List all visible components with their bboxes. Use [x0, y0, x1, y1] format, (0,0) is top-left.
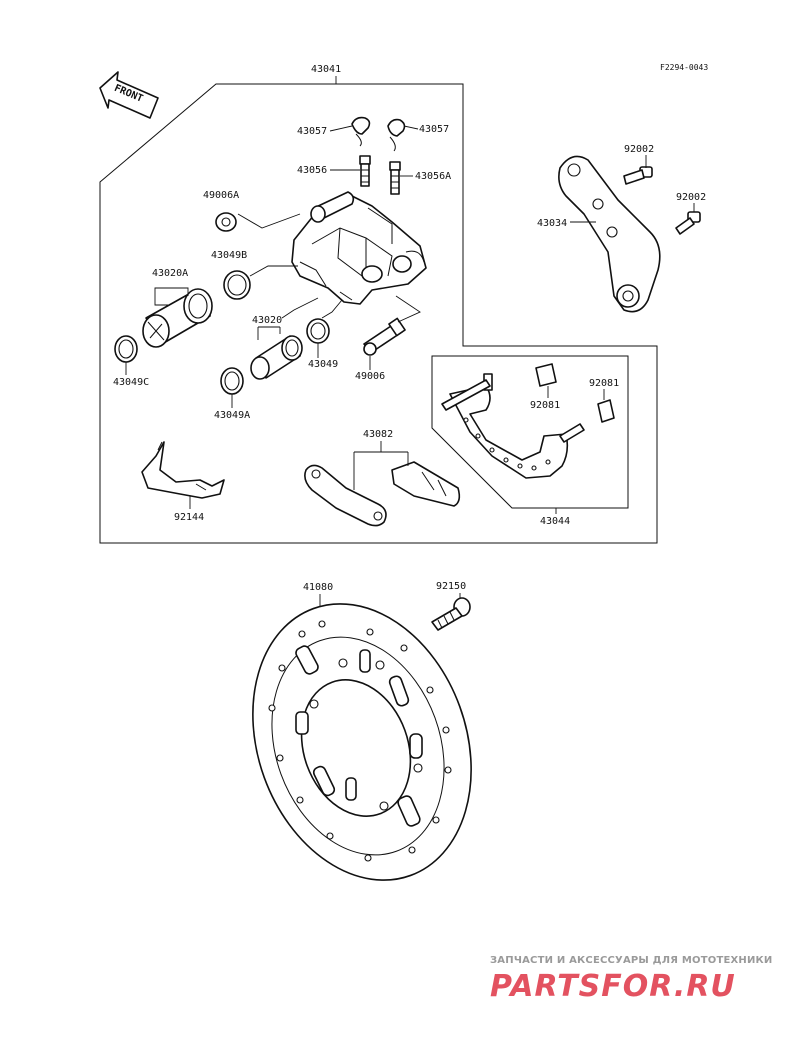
seal-ring-a: [220, 367, 244, 395]
piston-small: [250, 335, 303, 380]
bleed-cap-right: [387, 118, 406, 152]
bleed-valve-left: [359, 155, 371, 187]
front-arrow-icon: FRONT: [99, 71, 159, 119]
bolt-lower: [675, 211, 701, 235]
label-43020: 43020: [252, 315, 282, 326]
seal-ring: [306, 318, 330, 344]
label-49006A: 49006A: [203, 190, 239, 201]
label-43049A: 43049A: [214, 410, 250, 421]
caliper-holder: [558, 155, 661, 313]
piston-large: [142, 288, 213, 348]
caliper-bracket: [441, 373, 585, 479]
label-43034: 43034: [537, 218, 567, 229]
brake-disc: [252, 603, 472, 881]
pad-spring-clip: [597, 399, 615, 423]
label-92081-right: 92081: [589, 378, 619, 389]
label-92150: 92150: [436, 581, 466, 592]
seal-ring-b: [223, 270, 251, 300]
seal-ring-c: [114, 335, 138, 363]
bleed-valve-right: [389, 161, 401, 195]
label-43020A: 43020A: [152, 268, 188, 279]
label-92144: 92144: [174, 512, 204, 523]
bracket-outline: [431, 355, 629, 509]
label-49006: 49006: [355, 371, 385, 382]
label-41080: 41080: [303, 582, 333, 593]
label-43057-right: 43057: [419, 124, 449, 135]
bolt-upper: [623, 166, 653, 185]
label-92002-lower: 92002: [676, 192, 706, 203]
label-43049: 43049: [308, 359, 338, 370]
pad-spring: [535, 363, 557, 387]
label-43056: 43056: [297, 165, 327, 176]
watermark-tagline: ЗАПЧАСТИ И АКСЕССУАРЫ ДЛЯ МОТОТЕХНИКИ: [490, 955, 773, 966]
label-43057-left: 43057: [297, 126, 327, 137]
label-43049B: 43049B: [211, 250, 247, 261]
bush-boot: [215, 212, 237, 232]
watermark-brand: PARTSFOR.RU: [490, 969, 736, 1004]
label-43044: 43044: [540, 516, 570, 527]
slide-pin: [363, 317, 406, 356]
label-92081-left: 92081: [530, 400, 560, 411]
label-92002-upper: 92002: [624, 144, 654, 155]
brake-pads: [304, 461, 461, 527]
label-43082: 43082: [363, 429, 393, 440]
label-43056A: 43056A: [415, 171, 451, 182]
group-outline: [99, 83, 658, 544]
drawing-code: F2294-0043: [660, 63, 708, 72]
disc-bolt: [431, 597, 471, 631]
label-43041: 43041: [311, 64, 341, 75]
spring-plate: [141, 441, 225, 499]
label-43049C: 43049C: [113, 377, 149, 388]
caliper-body: [291, 191, 427, 305]
bleed-cap-left: [351, 116, 371, 147]
